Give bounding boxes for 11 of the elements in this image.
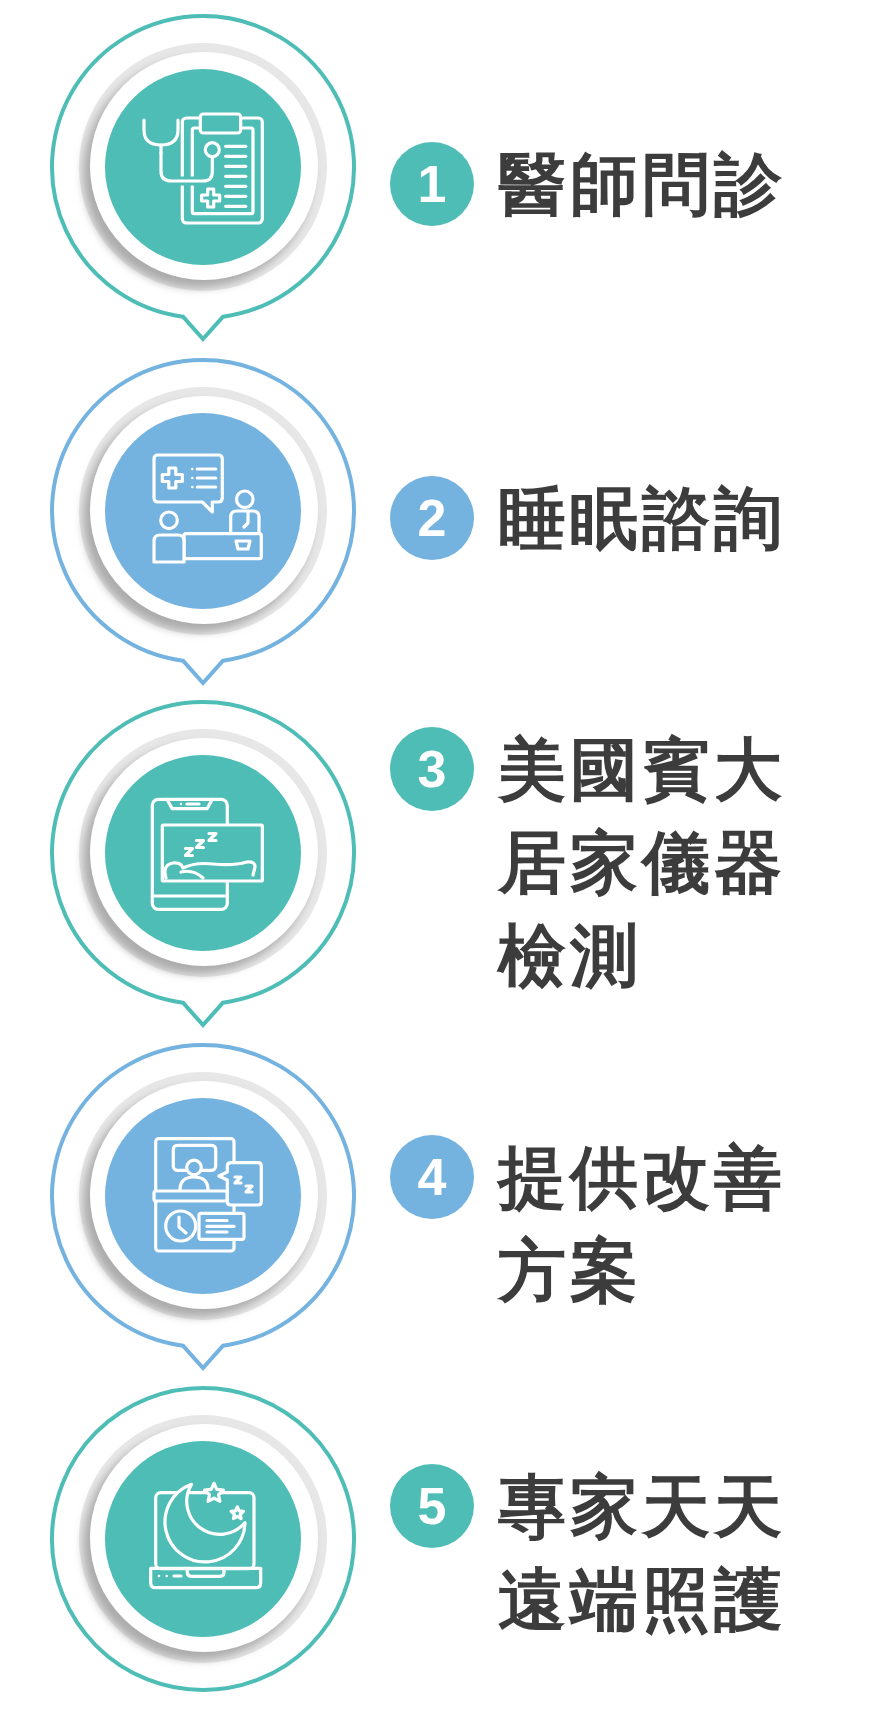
step-title: 美國賓大居家儀器檢測 xyxy=(498,728,787,997)
number-circle: 1 xyxy=(390,142,474,226)
step-title: 睡眠諮詢 xyxy=(498,477,787,560)
number-circle: 2 xyxy=(390,476,474,560)
number-circle: 4 xyxy=(390,1135,474,1219)
step-title: 醫師問診 xyxy=(498,143,787,226)
pin-marker xyxy=(48,1384,358,1694)
number-circle: 5 xyxy=(390,1464,474,1548)
step-title: 提供改善方案 xyxy=(498,1136,787,1312)
step-title: 專家天天遠端照護 xyxy=(498,1465,787,1641)
number-circle: 3 xyxy=(390,727,474,811)
